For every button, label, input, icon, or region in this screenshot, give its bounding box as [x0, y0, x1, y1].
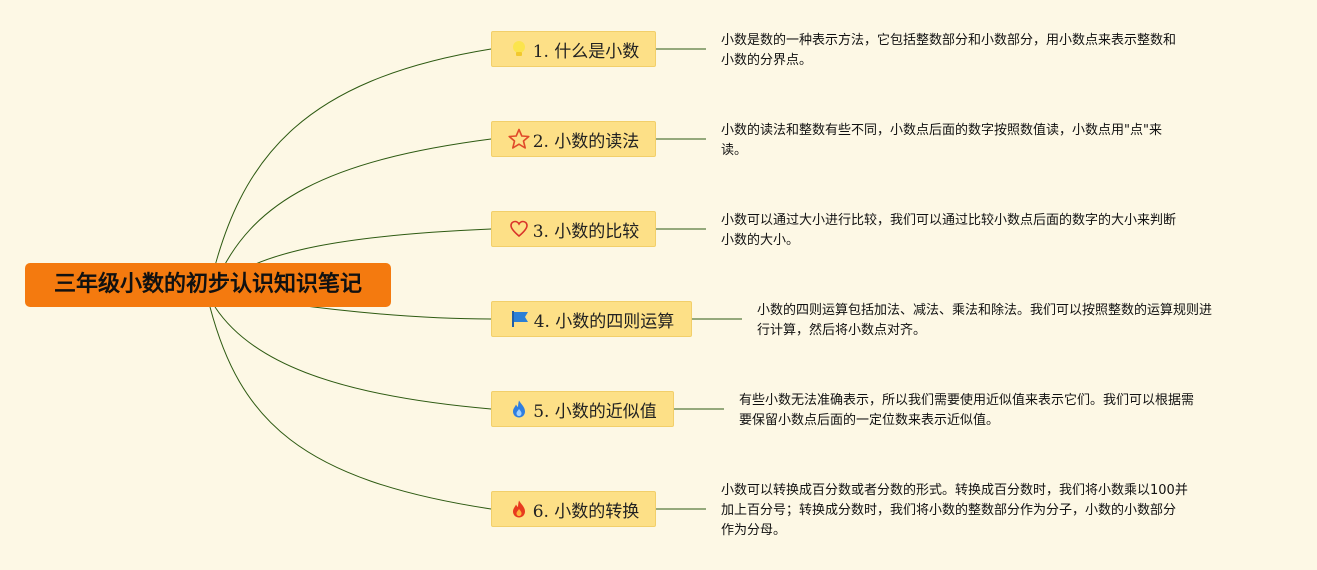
connector-root-topic-5 — [214, 306, 492, 410]
note-reading-decimals: 小数的读法和整数有些不同，小数点后面的数字按照数值读，小数点用"点"来 读。 — [721, 121, 1162, 161]
note-line: 行计算，然后将小数点对齐。 — [757, 323, 927, 338]
note-line: 小数的四则运算包括加法、减法、乘法和除法。我们可以按照整数的运算规则进 — [757, 303, 1213, 318]
connector-root-topic-1 — [209, 48, 492, 286]
topic-what-is-decimal[interactable]: 1. 什么是小数 — [491, 31, 656, 67]
note-line: 有些小数无法准确表示，所以我们需要使用近似值来表示它们。我们可以根据需 — [739, 393, 1195, 408]
heart-icon — [508, 218, 530, 240]
note-line: 读。 — [721, 143, 748, 158]
note-comparing-decimals: 小数可以通过大小进行比较，我们可以通过比较小数点后面的数字的大小来判断 小数的大… — [721, 211, 1176, 251]
note-line: 要保留小数点后面的一定位数来表示近似值。 — [739, 413, 1000, 428]
note-line: 小数可以转换成百分数或者分数的形式。转换成百分数时，我们将小数乘以100并 — [721, 483, 1188, 498]
star-icon — [508, 128, 530, 150]
flame-red-icon — [508, 498, 530, 520]
topic-comparing-decimals[interactable]: 3. 小数的比较 — [491, 211, 656, 247]
connector-root-topic-6 — [209, 306, 492, 510]
lightbulb-icon — [508, 38, 530, 60]
flag-icon — [509, 308, 531, 330]
note-line: 小数是数的一种表示方法，它包括整数部分和小数部分，用小数点来表示整数和 — [721, 33, 1177, 48]
note-what-is-decimal: 小数是数的一种表示方法，它包括整数部分和小数部分，用小数点来表示整数和 小数的分… — [721, 31, 1176, 71]
topic-approximate-values[interactable]: 5. 小数的近似值 — [491, 391, 674, 427]
topic-four-operations[interactable]: 4. 小数的四则运算 — [491, 301, 692, 337]
note-four-operations: 小数的四则运算包括加法、减法、乘法和除法。我们可以按照整数的运算规则进 行计算，… — [757, 301, 1212, 341]
root-topic[interactable]: 三年级小数的初步认识知识笔记 — [25, 263, 391, 307]
topic-decimal-conversion[interactable]: 6. 小数的转换 — [491, 491, 656, 527]
topic-label: 2. 小数的读法 — [532, 131, 640, 152]
note-line: 小数的分界点。 — [721, 53, 813, 68]
topic-label: 4. 小数的四则运算 — [533, 311, 675, 332]
note-line: 小数可以通过大小进行比较，我们可以通过比较小数点后面的数字的大小来判断 — [721, 213, 1177, 228]
note-line: 小数的大小。 — [721, 233, 800, 248]
note-approximate-values: 有些小数无法准确表示，所以我们需要使用近似值来表示它们。我们可以根据需 要保留小… — [739, 391, 1194, 431]
topic-label: 3. 小数的比较 — [532, 221, 640, 242]
topic-label: 1. 什么是小数 — [532, 41, 640, 62]
note-decimal-conversion: 小数可以转换成百分数或者分数的形式。转换成百分数时，我们将小数乘以100并 加上… — [721, 481, 1188, 541]
topic-reading-decimals[interactable]: 2. 小数的读法 — [491, 121, 656, 157]
note-line: 小数的读法和整数有些不同，小数点后面的数字按照数值读，小数点用"点"来 — [721, 123, 1162, 138]
topic-label: 6. 小数的转换 — [532, 501, 640, 522]
connector-root-topic-2 — [214, 138, 492, 286]
flame-blue-icon — [508, 398, 530, 420]
note-line: 作为分母。 — [721, 523, 787, 538]
topic-label: 5. 小数的近似值 — [533, 401, 657, 422]
note-line: 加上百分号；转换成分数时，我们将小数的整数部分作为分子，小数的小数部分 — [721, 503, 1177, 518]
